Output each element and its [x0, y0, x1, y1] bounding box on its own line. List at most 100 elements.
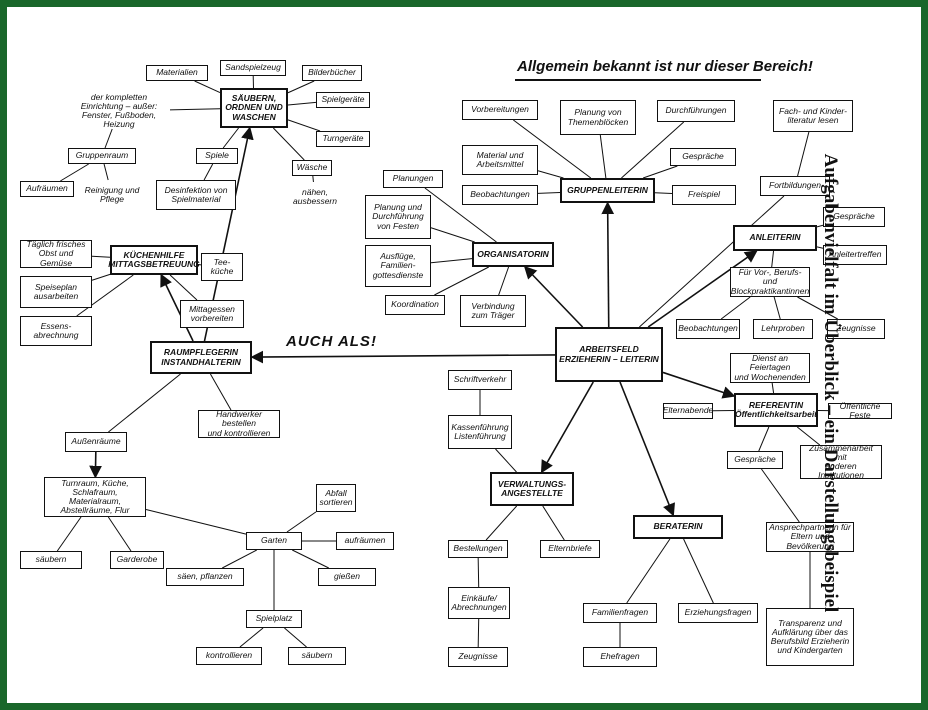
connector-raumpflegerin-aussenraeume — [108, 373, 181, 433]
node-praktikanten: Für Vor-, Berufs- und Blockpraktikantinn… — [730, 267, 810, 297]
node-freispiel: Freispiel — [672, 185, 736, 205]
connector-saubern_ordnen-bilderbuecher — [287, 80, 315, 94]
node-gespraeche-an: Gespräche — [823, 207, 885, 227]
node-spiele: Spiele — [196, 148, 238, 164]
connector-garten-giessen — [292, 549, 329, 569]
connector-garten-saeen — [222, 549, 257, 569]
node-planungen: Planungen — [383, 170, 443, 188]
node-referentin: REFERENTIN Öffentlichkeitsarbeit — [734, 393, 818, 427]
connector-saubern_ordnen-turngeraete — [287, 119, 321, 132]
connector-garten-abfall — [286, 511, 317, 533]
connector-gruppenraum-reinigung — [103, 163, 109, 181]
node-verwaltung: VERWALTUNGS- ANGESTELLTE — [490, 472, 574, 506]
node-gruppenleiterin: GRUPPENLEITERIN — [560, 178, 655, 203]
connector-organisatorin-ausfluege — [430, 258, 473, 264]
node-spielplatz: Spielplatz — [246, 610, 302, 628]
connector-saubern_ordnen-spielgeraete — [287, 101, 317, 106]
connector-kuechenhilfe-obst_gemuese — [91, 255, 111, 258]
node-elternbriefe: Elternbriefe — [540, 540, 600, 558]
node-fortbildungen: Fortbildungen — [760, 176, 830, 196]
connector-center-verwaltung — [540, 381, 594, 474]
node-einkaeufe: Einkäufe/ Abrechnungen — [448, 587, 510, 619]
connector-verwaltung-elternbriefe — [542, 505, 565, 541]
node-planung-themen: Planung von Themenblöcken — [560, 100, 636, 135]
connector-gruppenleiterin-gespraeche_gl — [642, 165, 678, 179]
node-aufraeumen-gr: Aufräumen — [20, 181, 74, 197]
connector-verwaltung-kassenfuehrung — [495, 448, 517, 473]
node-elternabende: Elternabende — [663, 403, 713, 419]
connector-anleiterin-anleitertreffen — [816, 246, 824, 249]
connector-organisatorin-planung_festen — [430, 227, 475, 243]
node-saeubern-s: säubern — [288, 647, 346, 665]
node-obst-gemuese: Täglich frisches Obst und Gemüse — [20, 240, 92, 268]
node-saubern-ordnen: SÄUBERN, ORDNEN UND WASCHEN — [220, 88, 288, 128]
node-kuechenhilfe: KÜCHENHILFE MITTAGSBETREUUNG — [108, 245, 200, 275]
connector-raumpflegerin-handwerker — [209, 373, 232, 411]
connector-kuechenhilfe-essensabrechnung — [76, 274, 134, 317]
node-ausfluege: Ausflüge, Familien- gottesdienste — [365, 245, 431, 287]
node-aufraeumen-g: aufräumen — [336, 532, 394, 550]
auch-als-label: AUCH ALS! — [286, 333, 377, 350]
node-anleitertreffen: Anleitertreffen — [823, 245, 887, 265]
connector-turnraum-garderobe — [107, 516, 132, 552]
node-beobachtungen-an: Beobachtungen — [676, 319, 740, 339]
node-material-arbeitsmittel: Material und Arbeitsmittel — [462, 145, 538, 175]
node-center: ARBEITSFELD ERZIEHERIN – LEITERIN — [555, 327, 663, 382]
node-schriftverkehr: Schriftverkehr — [448, 370, 512, 390]
connector-referentin-zusammenarbeit — [796, 426, 821, 446]
connector-center-referentin — [662, 371, 736, 399]
connector-saubern_ordnen-einrichtung — [169, 108, 221, 111]
connector-center-fortbildungen — [639, 195, 785, 328]
node-saeubern-a: säubern — [20, 551, 82, 569]
connector-turnraum-saeubern_a — [56, 516, 82, 552]
connector-waesche-naehen — [312, 175, 314, 183]
connector-center-gruppenleiterin — [601, 201, 615, 328]
connector-saubern_ordnen-waesche — [272, 127, 305, 161]
node-gespraeche-ref: Gespräche — [727, 451, 783, 469]
connector-gruppenleiterin-freispiel — [654, 192, 673, 195]
node-familienfragen: Familienfragen — [583, 603, 657, 623]
node-saeen: säen, pflanzen — [166, 568, 244, 586]
node-mittagessen: Mittagessen vorbereiten — [180, 300, 244, 328]
connector-referentin-dienst_feiertagen — [771, 382, 775, 394]
node-turnraum: Turnraum, Küche, Schlafraum, Materialrau… — [44, 477, 146, 517]
diagram-heading: Allgemein bekannt ist nur dieser Bereich… — [517, 58, 813, 75]
connector-bestellungen-einkaeufe — [477, 557, 480, 588]
connector-fortbildungen-fachliteratur — [797, 131, 810, 177]
node-giessen: gießen — [318, 568, 376, 586]
node-anleiterin: ANLEITERIN — [733, 225, 817, 251]
connector-gespraeche_ref-ansprechpartnerin — [761, 468, 800, 523]
connector-organisatorin-verbindung_traeger — [498, 266, 510, 296]
connector-kuechenhilfe-mittagessen — [169, 274, 198, 301]
connector-einrichtung-gruppenraum — [104, 128, 113, 149]
connector-center-anleiterin — [647, 250, 758, 328]
node-beraterin: BERATERIN — [633, 515, 723, 539]
connector-gruppenleiterin-beobachtungen_gl — [537, 191, 561, 194]
connector-praktikanten-zeugnisse_an — [797, 296, 838, 320]
connector-anleiterin-praktikanten — [771, 250, 775, 268]
connector-turnraum-garten — [145, 509, 247, 535]
node-verbindung-traeger: Verbindung zum Träger — [460, 295, 526, 327]
node-bestellungen: Bestellungen — [448, 540, 508, 558]
node-fachliteratur: Fach- und Kinder- literatur lesen — [773, 100, 853, 132]
node-desinfektion: Desinfektion von Spielmaterial — [156, 180, 236, 210]
node-oeffentliche-feste: Öffentliche Feste — [828, 401, 892, 420]
node-vorbereitungen: Vorbereitungen — [462, 100, 538, 120]
node-organisatorin: ORGANISATORIN — [472, 242, 554, 267]
node-transparenz: Transparenz und Aufklärung über das Beru… — [766, 608, 854, 666]
node-speiseplan: Speiseplan ausarbeiten — [20, 276, 92, 308]
connector-organisatorin-planungen — [424, 187, 497, 243]
connector-kuechenhilfe-speiseplan — [91, 273, 111, 281]
connector-gruppenraum-aufraeumen_gr — [60, 163, 89, 182]
connector-praktikanten-beobachtungen_an — [720, 296, 751, 320]
node-zusammenarbeit: Zusammenarbeit mit anderen Institutionen — [800, 443, 882, 480]
node-abfall: Abfall sortieren — [316, 484, 356, 512]
connector-beraterin-erziehungsfragen — [683, 538, 714, 604]
connector-referentin-gespraeche_ref — [758, 426, 770, 452]
connector-gruppenleiterin-material_arbeitsmittel — [537, 170, 564, 179]
node-ansprechpartnerin: Ansprechpartnerin für Eltern und Bevölke… — [766, 522, 854, 552]
connector-einkaeufe-zeugnisse_vw — [477, 618, 480, 648]
connector-anleiterin-gespraeche_an — [816, 224, 824, 228]
